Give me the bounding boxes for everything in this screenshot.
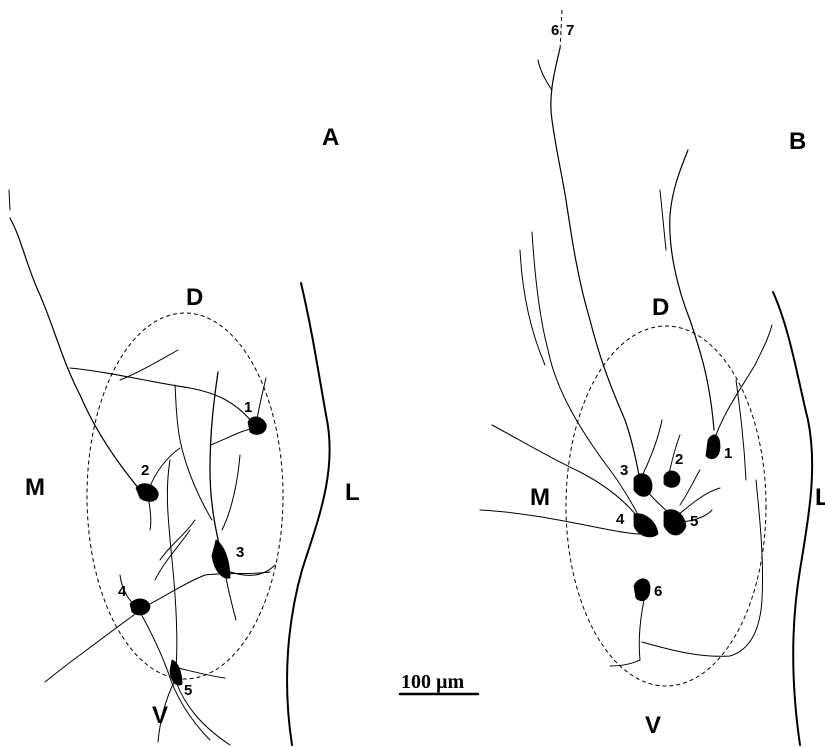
panel-a-soma-4 [130,599,150,615]
panel-b-ventral-label: V [645,712,661,739]
panel-b-soma-1 [706,435,720,459]
panel-b-soma-6 [634,579,650,601]
panel-b-processes [480,48,772,666]
panel-a-soma-3 [212,540,230,578]
panel-b-axon-dash [560,10,562,50]
panel-b-lateral-label: L [815,484,825,511]
panel-b-dorsal-label: D [652,294,669,321]
panel-b-neuron-6-label: 6 [654,583,662,600]
panel-b-soma-5 [664,510,686,535]
panel-b-neuron-1-label: 1 [724,445,732,462]
panel-a-neuron-3-label: 3 [236,544,244,561]
scale-bar-label: 100 µm [401,671,465,693]
panel-a-nucleus-outline [87,313,283,679]
panel-a-soma-2 [136,484,158,502]
panel-a-ventral-label: V [152,702,168,729]
panel-a-label: A [322,124,339,151]
panel-b: B 6 7 [480,10,825,745]
panel-b-soma-3 [634,474,652,497]
panel-b-lateral-border [773,292,812,745]
panel-b-label: B [789,128,806,155]
panel-a: A [9,124,360,745]
panel-a-lateral-label: L [345,479,360,506]
panel-a-soma-5 [170,660,182,685]
panel-b-medial-label: M [530,484,550,511]
panel-a-lateral-border [287,283,330,745]
panel-b-neuron-4-label: 4 [616,511,625,528]
panel-a-dorsal-label: D [186,284,203,311]
panel-a-medial-label: M [25,474,45,501]
panel-a-neuron-2-label: 2 [141,462,149,479]
panel-a-neuron-4-label: 4 [118,583,127,600]
panel-b-neuron-2-label: 2 [675,451,683,468]
scale-bar: 100 µm [400,671,478,694]
panel-b-soma-2 [664,471,680,487]
panel-b-axon-mark-7: 7 [566,22,574,39]
panel-b-neuron-3-label: 3 [620,462,628,479]
panel-b-soma-4 [634,514,658,537]
panel-a-soma-1 [248,417,266,435]
panel-a-neuron-1-label: 1 [244,399,252,416]
panel-b-axon-mark-6: 6 [551,22,559,39]
panel-b-neuron-5-label: 5 [690,513,698,530]
panel-a-neuron-5-label: 5 [184,682,192,699]
